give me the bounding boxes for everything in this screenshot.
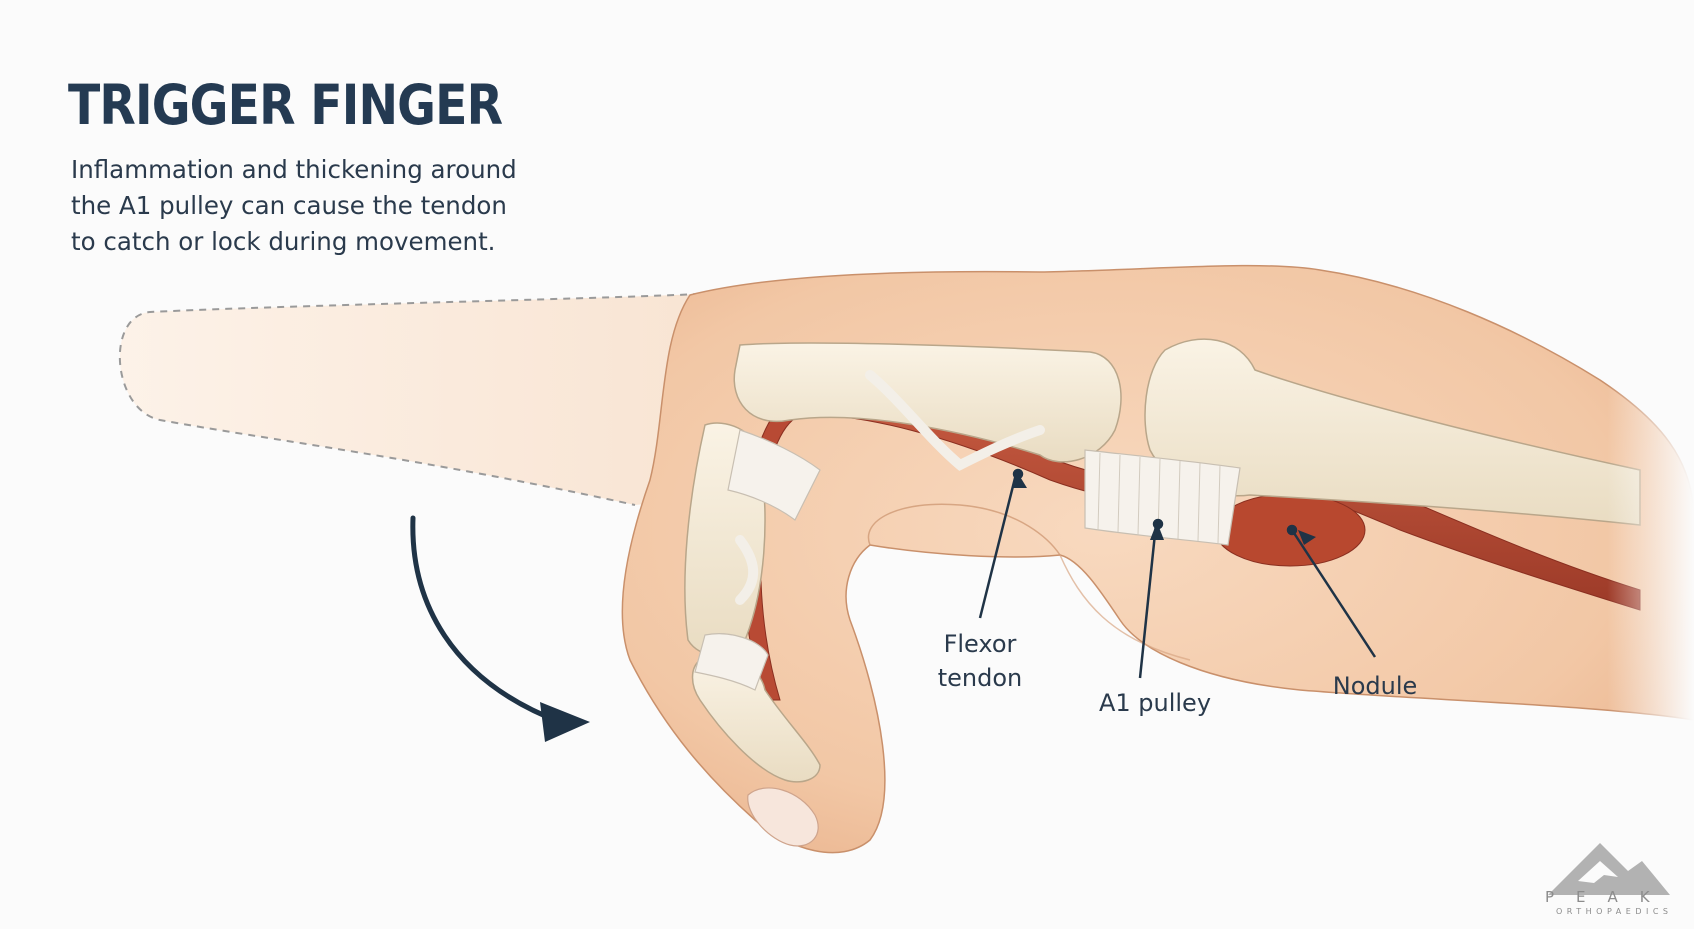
cruciate-ligament-1 — [865, 370, 1045, 471]
finger-crease — [867, 503, 1061, 556]
a2-pulley-shape — [727, 429, 821, 521]
curved-arrow-icon — [410, 515, 563, 725]
description-line-3: to catch or lock during movement. — [71, 227, 496, 256]
description: Inflammation and thickening around the A… — [71, 152, 591, 260]
description-line-1: Inflammation and thickening around — [71, 155, 517, 184]
description-line-2: the A1 pulley can cause the tendon — [71, 191, 507, 220]
a1-pulley-shape — [1084, 449, 1241, 546]
a1-pulley-label: A1 pulley — [1098, 689, 1212, 717]
nodule-label: Nodule — [1332, 672, 1418, 700]
page-title: TRIGGER FINGER — [68, 73, 503, 137]
logo-tagline: ORTHOPAEDICS — [1556, 907, 1673, 916]
flexor-tendon-label: Flexor tendon — [920, 627, 1040, 695]
arrow-head — [540, 702, 590, 742]
fingernail — [747, 787, 819, 847]
a1-pulley-fibers — [1097, 452, 1221, 544]
flexor-tendon-label-line-1: Flexor — [943, 630, 1017, 658]
extended-finger-dashes — [118, 293, 701, 506]
a4-pulley-shape — [694, 633, 769, 691]
mountain-logo-icon — [1548, 843, 1670, 895]
cruciate-ligament-2 — [735, 535, 759, 605]
distal-phalanx-bone — [691, 656, 821, 783]
leader-lines — [978, 468, 1377, 679]
palm-crease — [1059, 554, 1191, 661]
flexor-tendon-label-line-2: tendon — [937, 664, 1023, 692]
extended-finger-outline — [119, 294, 700, 505]
logo-name: PEAK — [1545, 888, 1672, 906]
right-fade — [1300, 230, 1694, 750]
